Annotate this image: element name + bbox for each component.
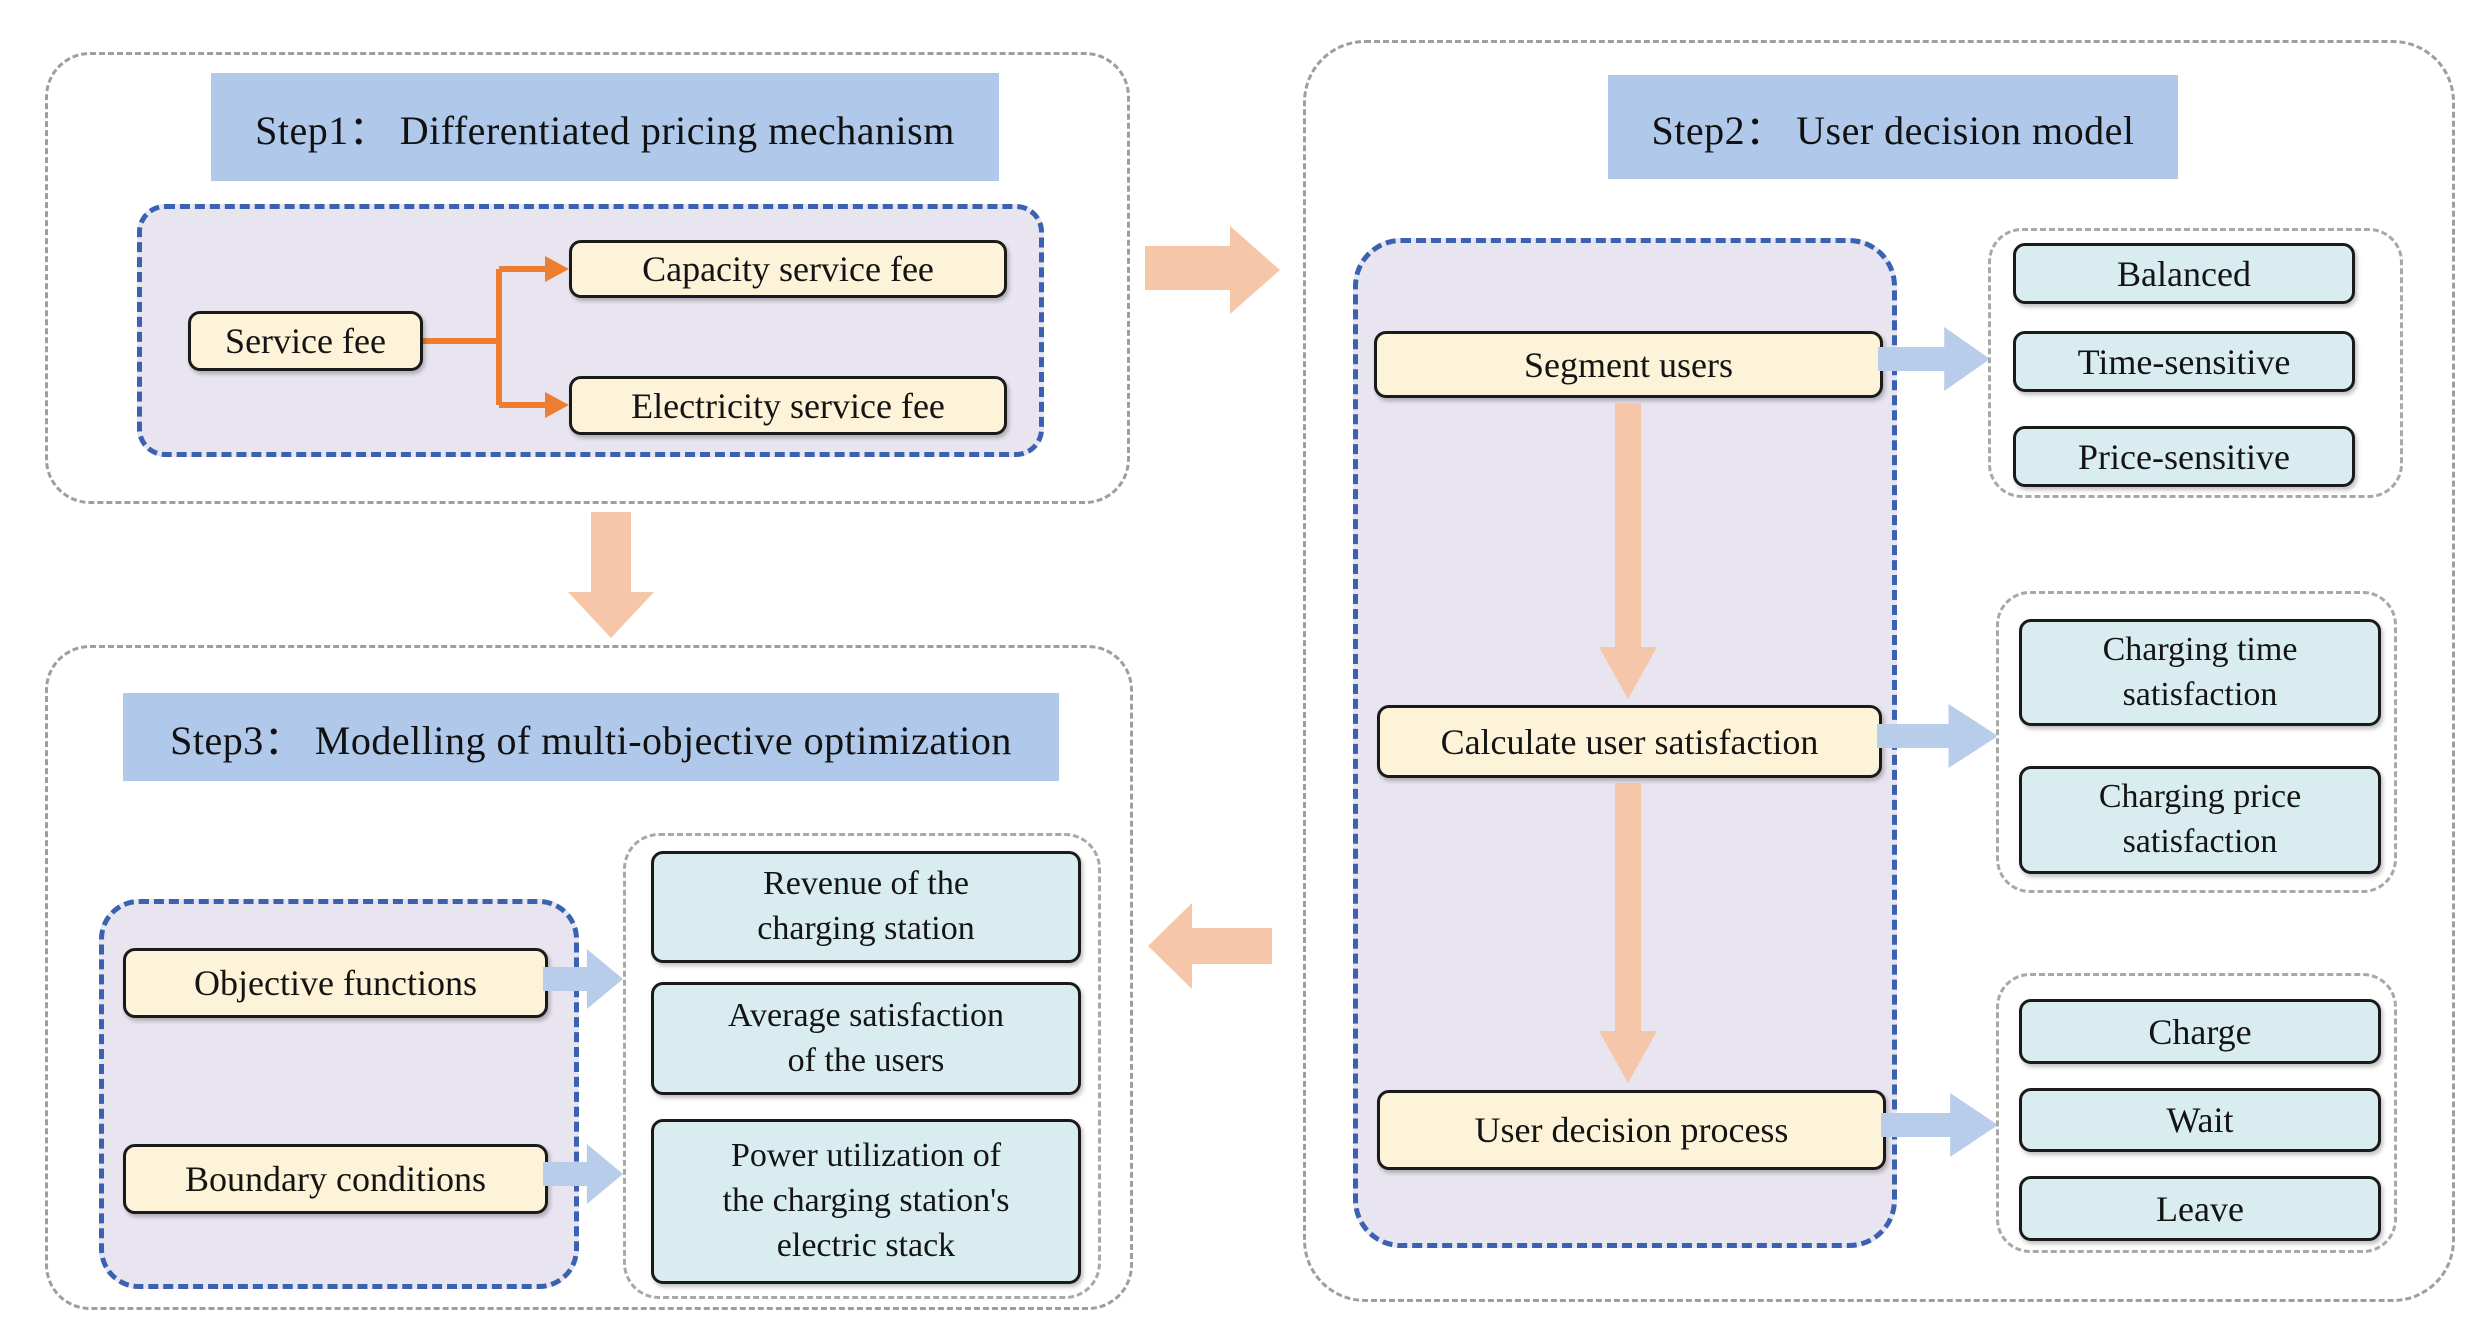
electricity-service-fee-box: Electricity service fee: [569, 376, 1007, 435]
arrow-decision-to-decision-options: [1881, 1093, 1998, 1157]
down-arrow-satisfaction-to-decision: [1599, 783, 1657, 1083]
arrow-satisfaction-to-satisfaction-types: [1877, 704, 1998, 768]
step1-panel: Step1： Differentiated pricing mechanism …: [45, 52, 1130, 504]
charging-price-satisfaction-box: Charging price satisfaction: [2019, 766, 2381, 874]
capacity-service-fee-box: Capacity service fee: [569, 240, 1007, 298]
step3-title: Step3： Modelling of multi-objective opti…: [123, 693, 1059, 781]
revenue-box: Revenue of the charging station: [651, 851, 1081, 963]
step3-panel: Step3： Modelling of multi-objective opti…: [45, 645, 1133, 1310]
charge-box: Charge: [2019, 999, 2381, 1064]
user-types-group: Balanced Time-sensitive Price-sensitive: [1988, 228, 2403, 498]
arrow-boundary-conditions-to-outputs: [543, 1144, 623, 1204]
step2-process-container: Segment users Calculate user satisfactio…: [1353, 238, 1897, 1248]
step2-panel: Step2： User decision model Segment users…: [1303, 40, 2455, 1302]
step1-pricing-container: Service fee Capacity service fee Electri…: [137, 204, 1044, 457]
user-decision-process-box: User decision process: [1377, 1090, 1886, 1170]
satisfaction-types-group: Charging time satisfaction Charging pric…: [1996, 591, 2397, 893]
charging-time-satisfaction-box: Charging time satisfaction: [2019, 619, 2381, 726]
step1-title: Step1： Differentiated pricing mechanism: [211, 73, 999, 181]
power-utilization-box: Power utilization of the charging statio…: [651, 1119, 1081, 1284]
arrow-segment-users-to-user-types: [1878, 327, 1990, 391]
time-sensitive-box: Time-sensitive: [2013, 331, 2355, 392]
step2-title: Step2： User decision model: [1608, 75, 2178, 179]
objective-functions-box: Objective functions: [123, 948, 548, 1018]
service-fee-branch-connector: [423, 256, 569, 418]
objectives-group: Revenue of the charging station Average …: [623, 833, 1101, 1299]
leave-box: Leave: [2019, 1176, 2381, 1241]
arrow-step1-to-step2: [1145, 226, 1280, 314]
average-satisfaction-box: Average satisfaction of the users: [651, 982, 1081, 1095]
decision-options-group: Charge Wait Leave: [1996, 973, 2397, 1253]
down-arrow-segment-to-satisfaction: [1599, 403, 1657, 699]
price-sensitive-box: Price-sensitive: [2013, 426, 2355, 487]
boundary-conditions-box: Boundary conditions: [123, 1144, 548, 1214]
arrow-objective-functions-to-outputs: [543, 949, 623, 1009]
step3-inputs-container: Objective functions Boundary conditions: [99, 899, 579, 1289]
service-fee-box: Service fee: [188, 311, 423, 371]
arrow-step2-to-step3: [1148, 903, 1272, 989]
arrow-step1-to-step3: [568, 512, 654, 638]
balanced-box: Balanced: [2013, 243, 2355, 304]
calculate-user-satisfaction-box: Calculate user satisfaction: [1377, 705, 1882, 778]
segment-users-box: Segment users: [1374, 331, 1883, 398]
wait-box: Wait: [2019, 1088, 2381, 1152]
